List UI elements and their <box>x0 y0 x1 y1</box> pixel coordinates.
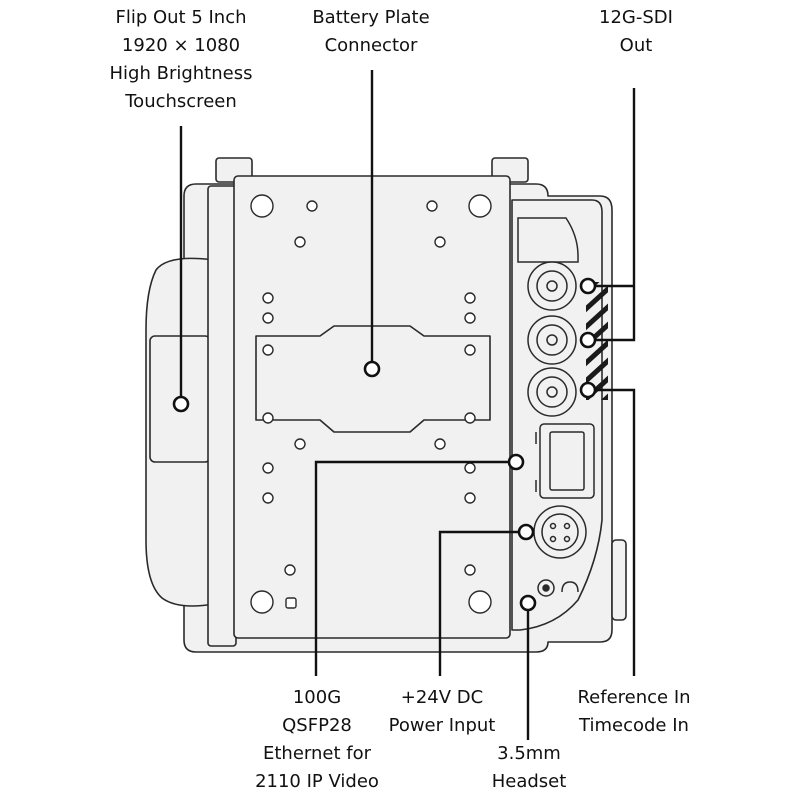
dot-sdi-1 <box>579 277 597 295</box>
label-power-input: +24V DC Power Input <box>378 684 506 740</box>
battery-connector <box>255 325 491 433</box>
label-ethernet-line-1: 100G <box>292 687 342 708</box>
label-power-line-2: Power Input <box>388 715 496 736</box>
headphone-icon <box>561 581 579 593</box>
leader-ethernet <box>314 460 508 676</box>
label-ethernet-line-3: Ethernet for <box>262 743 371 764</box>
label-battery-line-1: Battery Plate <box>312 7 430 28</box>
label-12g-sdi: 12G-SDI Out <box>576 4 696 60</box>
label-reference-line-1: Reference In <box>577 687 691 708</box>
label-reference-line-2: Timecode In <box>579 715 689 736</box>
label-touchscreen: Flip Out 5 Inch 1920 × 1080 High Brightn… <box>96 4 266 116</box>
camera-body <box>145 157 627 653</box>
label-touchscreen-line-2: 1920 × 1080 <box>121 35 241 56</box>
label-touchscreen-line-3: High Brightness <box>109 63 253 84</box>
label-headset: 3.5mm Headset <box>474 740 584 796</box>
label-power-line-1: +24V DC <box>400 687 484 708</box>
label-ethernet-line-4: 2110 IP Video <box>255 771 379 792</box>
label-touchscreen-line-1: Flip Out 5 Inch <box>115 7 247 28</box>
dot-power <box>517 523 535 541</box>
bnc-connector-1 <box>527 261 577 311</box>
dot-ethernet <box>507 453 525 471</box>
side-knob <box>611 539 627 621</box>
label-reference-in: Reference In Timecode In <box>564 684 704 740</box>
leader-lines <box>179 70 636 740</box>
label-touchscreen-line-4: Touchscreen <box>125 91 237 112</box>
dot-battery <box>363 360 381 378</box>
label-ethernet-line-2: QSFP28 <box>282 715 352 736</box>
hatched-label-area <box>586 282 608 400</box>
label-sdi-line-1: 12G-SDI <box>599 7 673 28</box>
leader-sdi <box>590 88 636 342</box>
bnc-connector-2 <box>527 315 577 365</box>
dot-headset <box>519 594 537 612</box>
dot-reference <box>579 381 597 399</box>
leader-endpoints <box>172 277 597 612</box>
label-headset-line-1: 3.5mm <box>497 743 561 764</box>
side-strip <box>207 185 237 647</box>
label-sdi-line-2: Out <box>619 35 653 56</box>
label-ethernet: 100G QSFP28 Ethernet for 2110 IP Video <box>246 684 388 796</box>
connector-panel-details <box>517 217 595 597</box>
leader-power <box>438 530 520 676</box>
label-headset-line-2: Headset <box>491 771 567 792</box>
top-accessory-housing <box>517 217 579 263</box>
label-battery-plate: Battery Plate Connector <box>296 4 446 60</box>
xlr-power-connector <box>533 505 587 559</box>
label-battery-line-2: Connector <box>324 35 418 56</box>
dot-sdi-2 <box>579 331 597 349</box>
leader-reference <box>596 388 636 676</box>
bnc-connector-3 <box>527 367 577 417</box>
plate-screws <box>250 194 492 614</box>
dot-touchscreen <box>172 395 190 413</box>
